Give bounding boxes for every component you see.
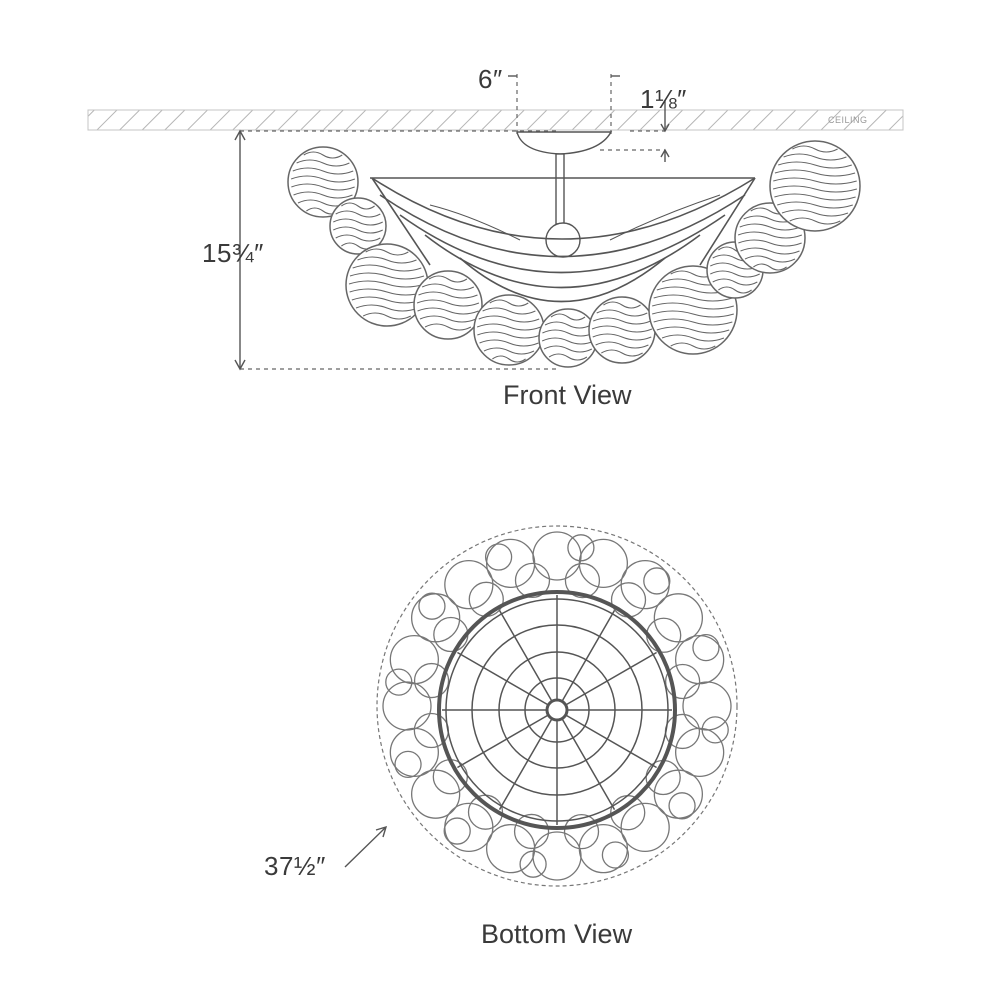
globe-outline [468,581,504,617]
basket-spoke [457,714,549,769]
globe-outline [484,543,513,571]
dim-canopy-width: 6″ [478,64,503,94]
globe-shade [588,296,656,364]
basket-spoke [561,610,616,702]
globe-outline [682,681,732,731]
globe-outline [394,750,422,779]
globe-outline [692,633,720,662]
globe-outline [485,824,536,874]
globe-outline [514,562,551,599]
globe-outline [513,813,550,850]
globe-outline [418,592,446,620]
globe-outline [410,769,461,819]
globe-outline [653,593,704,643]
globe-outline [567,534,595,562]
basket-spoke [565,651,657,706]
outer-diameter-circle [376,525,738,887]
globe-outline [519,850,547,878]
globe-shade [287,146,359,218]
globe-outline [664,663,701,700]
globe-outline [675,727,725,778]
front-globes [287,140,861,368]
basket-spoke [498,610,553,702]
globe-outline [444,559,494,610]
basket-spoke [457,651,549,706]
dim-overall-height: 15¾″ [202,238,264,268]
globe-outline [646,617,682,653]
globe-shade [413,270,483,340]
ceiling-label: CEILING [828,115,868,125]
basket-spoke [565,714,657,769]
ceiling-band [87,109,904,131]
bottom-view-caption: Bottom View [481,919,633,949]
globe-outline [610,582,647,618]
dimension-arrows [234,75,670,371]
globe-shade [345,243,429,327]
globe-outline [643,567,671,595]
globe-outline [563,813,600,850]
globe-outline [620,802,670,853]
globe-shade [769,140,861,232]
basket-spoke [498,718,553,810]
dim-canopy-height: 1⅛″ [640,84,687,114]
globe-outline [578,538,629,588]
basket-frame [370,177,756,303]
globe-outline [532,531,582,581]
bottom-basket [437,590,677,830]
globe-outline [433,616,469,653]
front-view-caption: Front View [503,380,632,410]
globe-outline [564,562,601,599]
globe-outline [668,792,696,820]
globe-outline [382,681,432,731]
globe-outline [443,817,471,845]
dimension-lines [240,74,665,370]
diameter-leader [344,825,388,868]
basket-spoke [561,718,616,810]
globe-outline [701,716,729,744]
globe-outline [601,841,630,869]
globe-shade [329,197,387,255]
globe-outline [385,668,413,696]
globe-outline [389,634,439,685]
globe-outline [413,662,450,699]
globe-outline [532,831,582,881]
dim-diameter: 37½″ [264,851,326,881]
